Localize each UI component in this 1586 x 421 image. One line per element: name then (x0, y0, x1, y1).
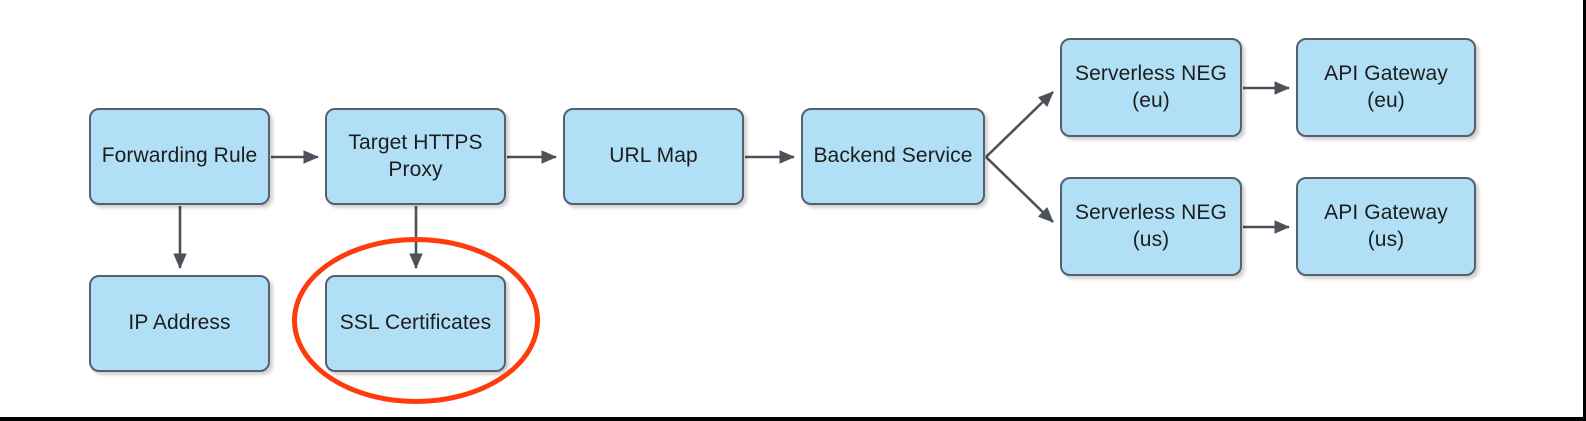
node-api-gateway-eu[interactable]: API Gateway (eu) (1296, 38, 1476, 137)
node-label-target-https-proxy: Target HTTPS Proxy (348, 131, 483, 181)
node-label-ssl-certificates: SSL Certificates (339, 311, 492, 335)
node-label-api-gateway-us: API Gateway (us) (1324, 201, 1448, 251)
node-label-url-map: URL Map (609, 144, 698, 168)
node-backend-service[interactable]: Backend Service (801, 108, 985, 205)
node-forwarding-rule[interactable]: Forwarding Rule (89, 108, 270, 205)
node-ip-address[interactable]: IP Address (89, 275, 270, 372)
edge-backend-service-to-serverless-neg-us (985, 156, 1054, 223)
node-ssl-certificates[interactable]: SSL Certificates (325, 275, 506, 372)
node-url-map[interactable]: URL Map (563, 108, 744, 205)
node-label-api-gateway-eu: API Gateway (eu) (1324, 62, 1448, 112)
node-target-https-proxy[interactable]: Target HTTPS Proxy (325, 108, 506, 205)
node-label-forwarding-rule: Forwarding Rule (101, 144, 258, 168)
node-label-serverless-neg-eu: Serverless NEG (eu) (1075, 62, 1227, 112)
node-serverless-neg-us[interactable]: Serverless NEG (us) (1060, 177, 1242, 276)
edge-backend-service-to-serverless-neg-eu (985, 91, 1054, 158)
node-label-ip-address: IP Address (128, 311, 231, 335)
node-label-backend-service: Backend Service (813, 144, 973, 168)
node-serverless-neg-eu[interactable]: Serverless NEG (eu) (1060, 38, 1242, 137)
node-api-gateway-us[interactable]: API Gateway (us) (1296, 177, 1476, 276)
node-label-serverless-neg-us: Serverless NEG (us) (1075, 201, 1227, 251)
